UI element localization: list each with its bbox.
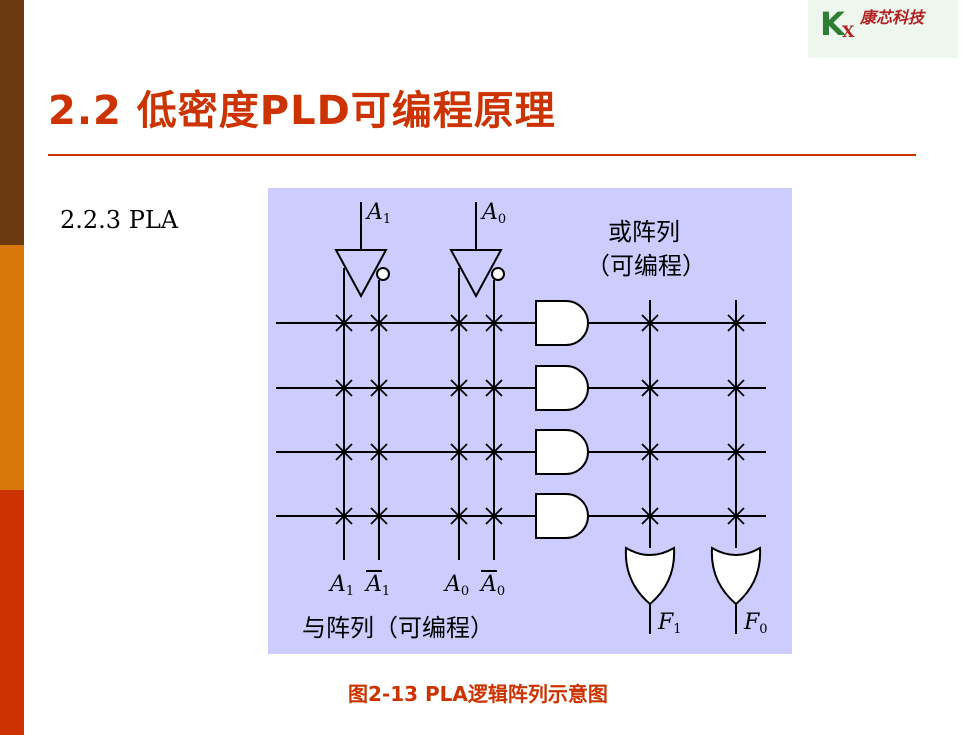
pla-diagram: A1 A0 或阵列 （可编程） A1 A1 A0 A0 与阵列（可编程） F1 … xyxy=(268,188,792,654)
slide-title: 2.2 低密度PLD可编程原理 xyxy=(48,88,556,134)
input-label-a1: A1 xyxy=(367,200,392,227)
company-logo: K X 康芯科技 xyxy=(808,0,958,58)
or-array-note: （可编程） xyxy=(586,252,706,280)
column-label-a0: A0 xyxy=(445,572,470,599)
and-gate-2 xyxy=(535,365,589,411)
pla-schematic xyxy=(276,202,766,634)
logo-letter-k: K xyxy=(820,5,845,43)
and-gate-3 xyxy=(535,429,589,475)
or-gate-f0 xyxy=(710,546,762,606)
and-array-label: 与阵列（可编程） xyxy=(302,614,494,642)
input-label-a0: A0 xyxy=(482,200,507,227)
column-label-a0-bar: A0 xyxy=(481,572,506,599)
section-subtitle: 2.2.3 PLA xyxy=(60,206,179,234)
inverter-a0-bubble xyxy=(491,267,505,281)
or-gate-f1 xyxy=(624,546,676,606)
column-label-a1: A1 xyxy=(330,572,355,599)
and-gate-4 xyxy=(535,493,589,539)
logo-letter-x: X xyxy=(842,22,855,41)
or-array-title: 或阵列 xyxy=(608,218,680,246)
logo-company-name: 康芯科技 xyxy=(860,8,925,27)
figure-caption: 图2-13 PLA逻辑阵列示意图 xyxy=(348,682,608,706)
column-label-a1-bar: A1 xyxy=(366,572,391,599)
title-divider xyxy=(48,154,916,156)
side-bar-middle xyxy=(0,245,24,490)
inverter-a0-triangle xyxy=(449,249,503,299)
and-gate-1 xyxy=(535,300,589,346)
inverter-a1-triangle xyxy=(334,249,388,299)
output-label-f0: F0 xyxy=(744,610,768,637)
output-label-f1: F1 xyxy=(658,610,682,637)
side-bar-top xyxy=(0,0,24,245)
side-bar-bottom xyxy=(0,490,24,735)
connection-crosses xyxy=(335,314,745,525)
inverter-a1-bubble xyxy=(376,267,390,281)
